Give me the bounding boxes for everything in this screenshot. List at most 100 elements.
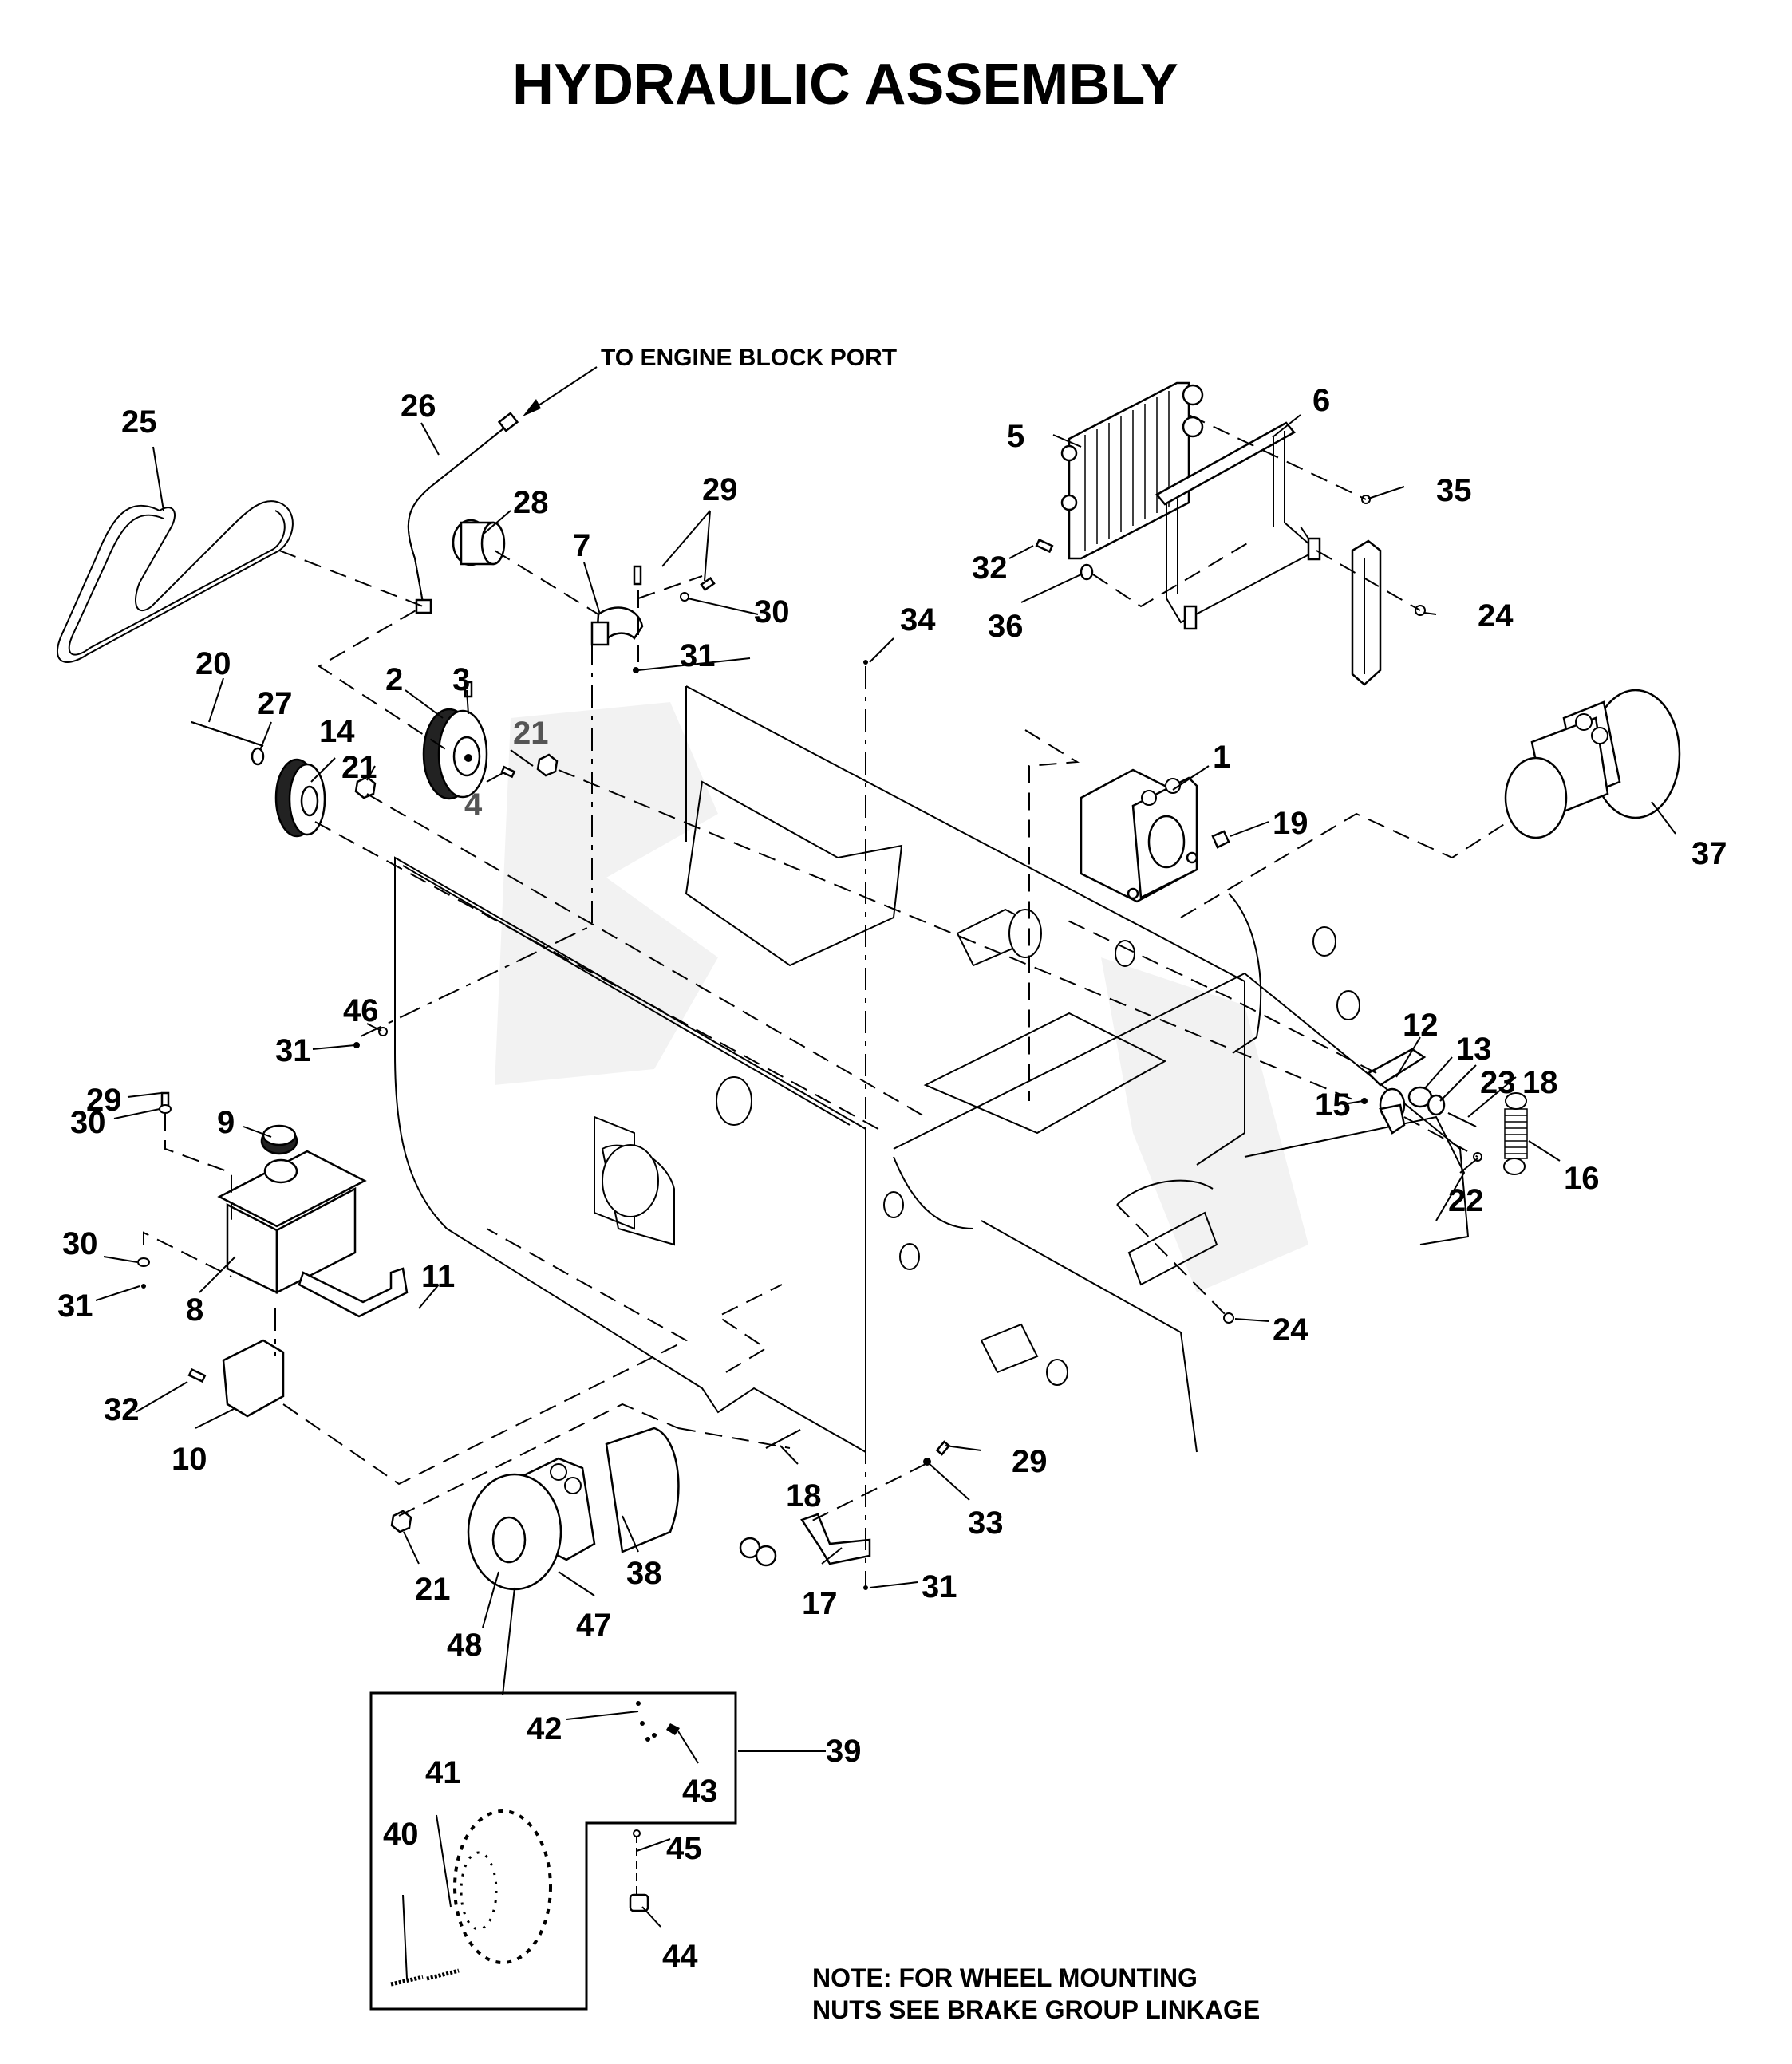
engine-port-label: TO ENGINE BLOCK PORT — [601, 345, 897, 371]
callout-31-low: 31 — [922, 1569, 957, 1604]
clevis-part — [739, 1537, 777, 1567]
callout-9: 9 — [217, 1105, 235, 1140]
filter-part — [452, 519, 506, 566]
callout-34: 34 — [900, 602, 936, 637]
callout-4: 4 — [464, 787, 483, 823]
callout-33: 33 — [968, 1506, 1004, 1541]
bolt-18-right — [1447, 1112, 1477, 1127]
wheel-motor-right-part — [1504, 689, 1681, 839]
bolt-washer-parts — [191, 721, 265, 766]
callout-40: 40 — [383, 1817, 419, 1852]
washer-30-left — [159, 1104, 172, 1114]
callout-42: 42 — [527, 1711, 562, 1746]
inset-brake-kit-box — [369, 1691, 826, 2011]
callout-22: 22 — [1448, 1183, 1484, 1218]
bolt-29-low — [935, 1440, 951, 1456]
callout-43: 43 — [682, 1774, 718, 1809]
callout-31-top: 31 — [680, 638, 716, 673]
callout-13: 13 — [1456, 1032, 1492, 1067]
nut-24-low — [1223, 1312, 1234, 1324]
bolt-32-left — [187, 1367, 207, 1383]
callout-41: 41 — [425, 1755, 461, 1790]
callout-29-low: 29 — [1012, 1444, 1048, 1479]
nut-15 — [1361, 1098, 1368, 1104]
callout-29-top: 29 — [702, 472, 738, 507]
callout-35: 35 — [1436, 473, 1472, 508]
callout-45: 45 — [666, 1831, 702, 1866]
callout-31-mid: 31 — [275, 1033, 311, 1068]
linkage-12-part — [1366, 1048, 1427, 1135]
callout-23: 23 — [1480, 1065, 1516, 1100]
callout-12: 12 — [1403, 1008, 1439, 1043]
washer-30-left-low — [137, 1257, 150, 1267]
callout-38: 38 — [626, 1556, 662, 1591]
nut-21-mid — [536, 753, 559, 777]
bolt-34 — [863, 660, 868, 665]
bolt-29-left — [160, 1091, 170, 1107]
callout-17: 17 — [802, 1586, 838, 1621]
bolt-19 — [1211, 830, 1230, 849]
key-part — [500, 765, 516, 779]
callout-21-mid: 21 — [513, 716, 549, 751]
callout-28: 28 — [513, 485, 549, 520]
callout-46: 46 — [343, 993, 379, 1028]
callout-10: 10 — [172, 1442, 207, 1477]
callout-7: 7 — [573, 528, 590, 563]
callout-11: 11 — [421, 1259, 455, 1294]
callout-5: 5 — [1007, 419, 1024, 454]
callout-39: 39 — [826, 1734, 862, 1769]
callout-30-left: 30 — [70, 1105, 106, 1140]
callout-19: 19 — [1273, 806, 1308, 841]
callout-24-top: 24 — [1478, 598, 1514, 633]
callout-6: 6 — [1312, 383, 1330, 418]
note-line-2: NUTS SEE BRAKE GROUP LINKAGE — [812, 1995, 1260, 2024]
callout-18-low: 18 — [786, 1478, 822, 1513]
diagram-title: HYDRAULIC ASSEMBLY — [512, 53, 1178, 116]
callout-30-top: 30 — [754, 594, 790, 629]
reservoir-cap-part — [260, 1124, 298, 1155]
callout-32-left: 32 — [104, 1392, 140, 1427]
pulley-part — [422, 708, 488, 800]
callout-18-right: 18 — [1522, 1065, 1558, 1100]
callout-31-left: 31 — [57, 1289, 93, 1324]
clamp-part — [590, 606, 644, 646]
leader-lines — [95, 414, 1676, 1696]
nut-31-mid — [353, 1042, 360, 1048]
callout-30-left-low: 30 — [62, 1226, 98, 1261]
callout-44: 44 — [662, 1939, 698, 1974]
callout-24-low: 24 — [1273, 1312, 1308, 1348]
idler-pulley-part — [274, 758, 326, 838]
callout-16: 16 — [1564, 1161, 1600, 1196]
callout-47: 47 — [576, 1608, 612, 1643]
bracket-17-part — [800, 1513, 871, 1565]
callout-21-left: 21 — [341, 750, 377, 785]
lower-bracket-part — [222, 1339, 285, 1418]
cooler-bracket-part — [1155, 421, 1321, 630]
hose-part — [407, 412, 519, 614]
callout-14: 14 — [319, 714, 355, 749]
callout-3: 3 — [452, 662, 470, 697]
callouts: 25 26 28 7 29 30 31 34 5 6 35 32 36 24 2… — [57, 383, 1727, 1974]
callout-48: 48 — [447, 1628, 483, 1663]
belt-part — [56, 500, 294, 663]
upright-bracket-part — [1351, 539, 1382, 686]
washer-36 — [1080, 563, 1094, 581]
spring-part — [1503, 1092, 1528, 1175]
nut-21-low — [390, 1510, 412, 1533]
watermark — [495, 702, 1308, 1292]
bolt-32-top — [1035, 538, 1054, 554]
hydraulic-pump-part — [1080, 768, 1198, 903]
callout-26: 26 — [401, 389, 436, 424]
main-frame-part — [394, 685, 1470, 1454]
callout-25: 25 — [121, 405, 157, 440]
callout-15: 15 — [1315, 1087, 1351, 1123]
callout-21-low: 21 — [415, 1572, 451, 1607]
nut-46 — [378, 1027, 388, 1036]
callout-8: 8 — [186, 1292, 203, 1328]
note-line-1: NOTE: FOR WHEEL MOUNTING — [812, 1963, 1198, 1992]
callout-32-top: 32 — [972, 551, 1008, 586]
engine-port-arrow — [523, 366, 598, 416]
callout-2: 2 — [385, 662, 403, 697]
oil-cooler-part — [1060, 381, 1204, 560]
